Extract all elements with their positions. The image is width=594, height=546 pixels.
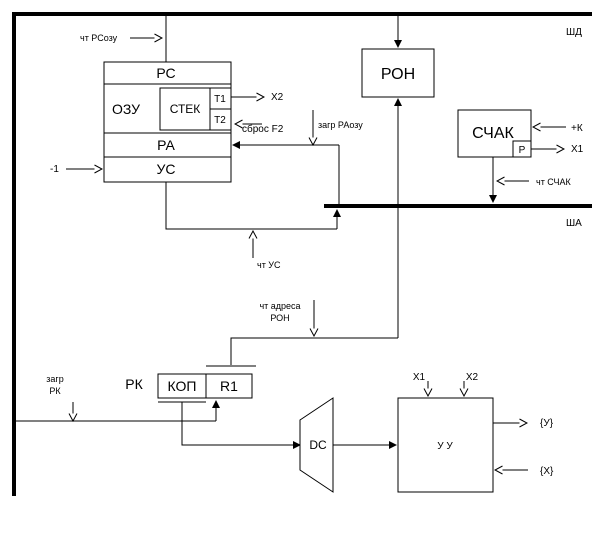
instr-reg-box	[157, 373, 253, 399]
ram-name-label: ОЗУ	[112, 101, 140, 117]
stack-box	[159, 87, 211, 131]
counter-p-label: Р	[519, 145, 526, 156]
read-pc-signal-label: чт РСозу	[80, 33, 118, 43]
decoder-label: DC	[309, 438, 327, 452]
t2-label: T2	[214, 115, 226, 126]
reset-f2-label: сброс F2	[242, 123, 284, 135]
counter-x1-label: X1	[571, 144, 584, 155]
read-counter-label: чт СЧАК	[536, 177, 572, 187]
ram-connections: чт РСозу X2 сброс F2 загр РАозу -1 чт УС	[50, 14, 363, 270]
data-bus-label: ШД	[566, 27, 582, 38]
opcode-field-label: КОП	[168, 378, 197, 394]
gpr-box	[361, 48, 435, 98]
t1-label: T1	[214, 94, 226, 105]
ram-pc-label: РС	[156, 65, 175, 81]
r1-field-label: R1	[220, 378, 238, 394]
control-unit-box	[397, 397, 494, 493]
ram-ra-label: РА	[157, 137, 175, 153]
decoder: DC	[299, 397, 397, 493]
ram-block: РС ОЗУ СТЕК T1 T2 РА УС	[103, 61, 232, 183]
instr-reg-label: РК	[125, 376, 143, 392]
cu-y-output-label: {У}	[540, 418, 554, 429]
control-unit: У У X1 X2 {У} {Х}	[397, 372, 554, 493]
read-gpr-addr-label-1: чт адреса	[259, 301, 300, 311]
gpr-block: РОН чт адреса РОН	[230, 14, 435, 365]
load-ir-label-1: загр	[46, 374, 63, 384]
instruction-register: РК КОП R1 загр РК	[14, 365, 300, 446]
data-bus: ШД	[12, 12, 592, 496]
read-us-signal-label: чт УС	[257, 260, 281, 270]
counter-label: СЧАК	[472, 125, 514, 142]
cu-x-input-label: {Х}	[540, 466, 554, 477]
address-bus: ША	[324, 204, 592, 229]
ram-us-label: УС	[156, 161, 175, 177]
x2-output-label: X2	[271, 92, 284, 103]
cu-x1-label: X1	[413, 372, 426, 383]
plus-k-label: +К	[571, 123, 583, 134]
control-unit-label: У У	[437, 441, 453, 452]
minus-one-label: -1	[50, 164, 59, 175]
t2-flag	[209, 108, 232, 131]
address-bus-label: ША	[566, 218, 582, 229]
decoder-shape	[299, 397, 334, 493]
load-ir-label-2: РК	[49, 386, 61, 396]
address-counter-block: СЧАК Р +К X1 чт СЧАК	[457, 109, 584, 203]
load-ra-signal-label: загр РАозу	[318, 120, 363, 130]
read-gpr-addr-label-2: РОН	[270, 313, 289, 323]
cu-x2-label: X2	[466, 372, 479, 383]
gpr-label: РОН	[381, 66, 415, 83]
stack-label: СТЕК	[170, 102, 201, 116]
